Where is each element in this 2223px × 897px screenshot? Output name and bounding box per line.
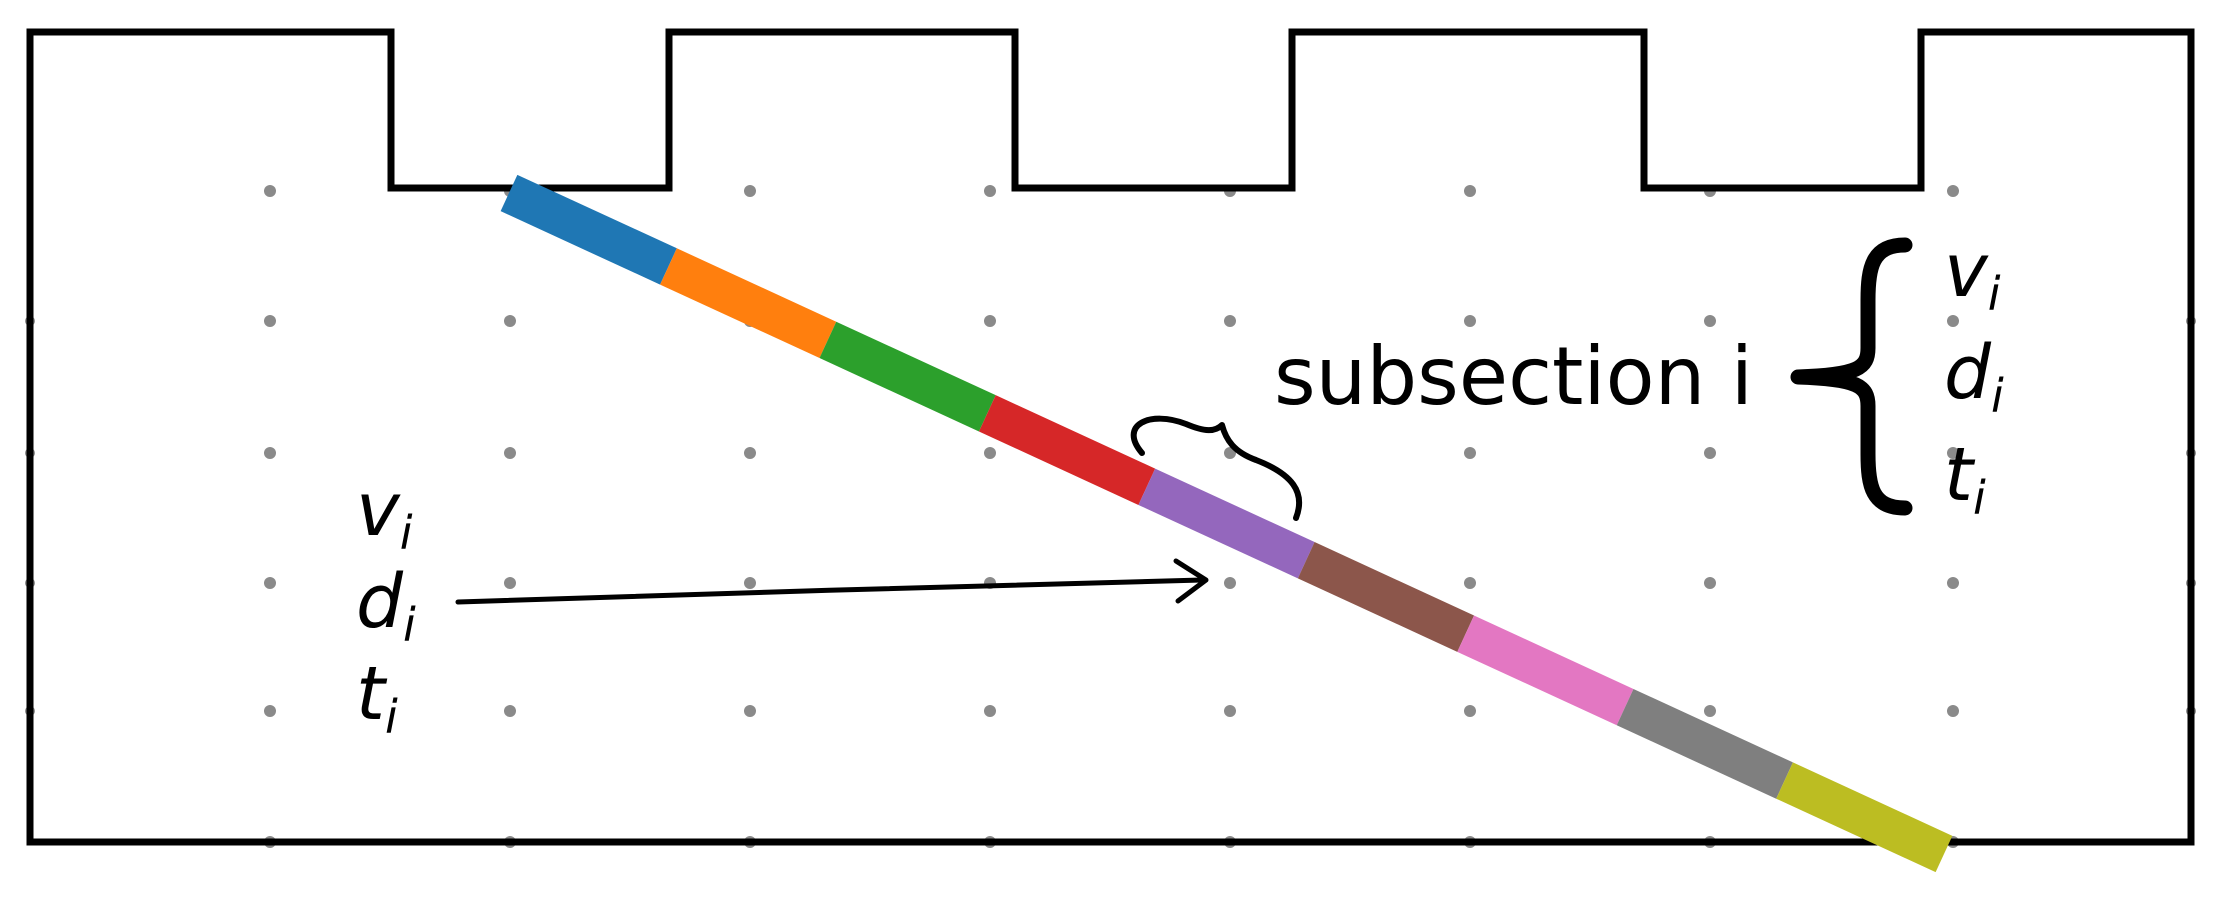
grid-dot (984, 185, 996, 197)
right-variable-group: vi di ti (1944, 228, 2004, 525)
grid-dot (1464, 705, 1476, 717)
trajectory-segment-7 (1457, 615, 1634, 726)
grid-dot (1704, 577, 1716, 589)
grid-dot (1224, 705, 1236, 717)
right-var-d: di (1944, 330, 2004, 423)
grid-dot (1704, 705, 1716, 717)
grid-dot (984, 705, 996, 717)
subsection-label: subsection i (1274, 330, 1753, 423)
trajectory-segment-3 (819, 321, 996, 432)
grid-dot (1464, 577, 1476, 589)
grid-dot (504, 447, 516, 459)
grid-dot (1947, 315, 1959, 327)
left-var-d: di (356, 559, 416, 652)
grid-dot (1947, 185, 1959, 197)
trajectory-segment-6 (1297, 542, 1475, 652)
arrow-head (1173, 558, 1209, 604)
grid-dot (264, 705, 276, 717)
grid-dot (1947, 705, 1959, 717)
grid-dot (1704, 447, 1716, 459)
left-var-v: vi (356, 467, 413, 560)
left-variable-group: vi di ti (356, 467, 416, 744)
grid-dot (264, 315, 276, 327)
grid-dot (1464, 185, 1476, 197)
trajectory-segment-8 (1616, 688, 1793, 799)
trajectory (500, 174, 1953, 873)
grid-dot (1224, 315, 1236, 327)
grid-dot (504, 315, 516, 327)
grid-dot (264, 447, 276, 459)
left-var-t: ti (356, 651, 398, 744)
grid-dot (1947, 447, 1959, 459)
domain-outline (26, 28, 2195, 846)
trajectory-segment-1 (500, 174, 677, 285)
trajectory-segment-9 (1776, 762, 1953, 873)
grid-dot (984, 315, 996, 327)
grid-dot (744, 185, 756, 197)
left-curly-brace-icon (1790, 237, 1913, 516)
grid-dot (264, 185, 276, 197)
grid-dot (1704, 315, 1716, 327)
grid-dot (1464, 315, 1476, 327)
trajectory-segment-4 (978, 395, 1156, 505)
grid-dot (264, 577, 276, 589)
right-var-t: ti (1944, 432, 1986, 525)
arrow-shaft (455, 577, 1205, 605)
arrow-right-icon (455, 558, 1209, 605)
grid-dot (1464, 447, 1476, 459)
grid-dot (1947, 577, 1959, 589)
right-var-v: vi (1944, 228, 2001, 321)
grid-dot (504, 705, 516, 717)
grid-dot (504, 577, 516, 589)
grid-dot (984, 447, 996, 459)
grid-dot (744, 447, 756, 459)
trajectory-segment-5 (1138, 468, 1315, 579)
grid-dot (744, 577, 756, 589)
trajectory-segment-2 (660, 248, 837, 359)
grid-dot (744, 705, 756, 717)
curly-brace-icon (1130, 415, 1303, 521)
grid-dot (1224, 577, 1236, 589)
